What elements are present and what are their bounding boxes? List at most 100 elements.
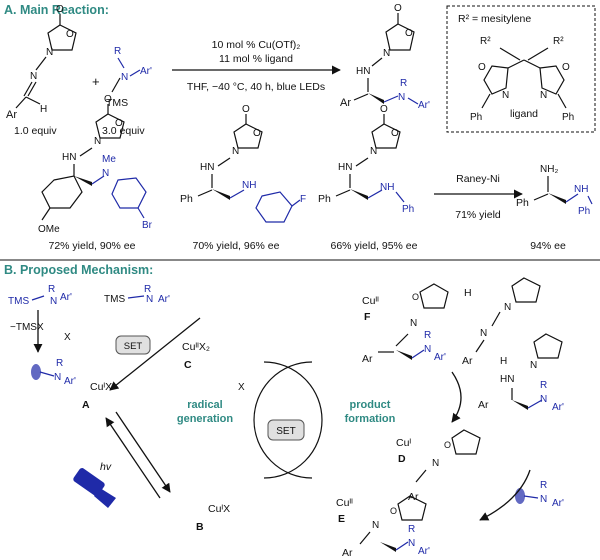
svg-text:HN: HN [338,162,352,173]
species-b-letter: B [196,521,204,533]
svg-text:H: H [500,356,507,367]
svg-text:R: R [114,46,121,57]
svg-text:O: O [405,28,413,39]
catalytic-cycle-arc [263,361,323,479]
svg-text:N: N [46,47,53,58]
svg-text:Me: Me [102,154,116,165]
svg-text:R: R [56,358,63,369]
svg-text:Ph: Ph [180,193,193,205]
section-a-title: A. Main Reaction: [4,3,109,17]
svg-text:Ar: Ar [478,399,489,411]
catalyst-text: 10 mol % Cu(OTf)₂ [212,39,301,51]
amine-product: NH₂ Ph NH Ph [516,164,593,217]
product-3-result: 66% yield, 95% ee [331,240,418,252]
svg-text:N: N [30,71,37,82]
derivatization-yield: 71% yield [455,209,501,221]
svg-text:N: N [54,372,61,383]
svg-text:N: N [372,520,379,531]
svg-text:O: O [104,94,112,105]
plus-sign: + [92,74,100,89]
species-d-formula: Cuᴵ [396,437,411,449]
substrate-hydrazone: O O N N Ar H [6,4,77,121]
svg-text:N: N [504,302,511,313]
svg-text:TMS: TMS [106,97,128,109]
species-f-formula: Cuᴵᴵ [362,295,379,307]
species-e-letter: E [338,513,345,525]
catalytic-cycle-arc-right [253,361,313,479]
flashlight-icon [73,468,116,508]
radical-addition-arrow [479,469,531,521]
svg-text:R²: R² [553,36,564,47]
set-left-label: SET [124,341,143,352]
product-1-result: 72% yield, 90% ee [49,240,136,252]
svg-text:N: N [146,294,153,305]
svg-text:TMS: TMS [8,296,29,307]
svg-text:HN: HN [356,66,370,77]
svg-text:Ar: Ar [408,491,419,503]
species-f-letter: F [364,311,371,323]
svg-text:R²: R² [480,36,491,47]
svg-text:Ar: Ar [6,109,17,121]
svg-text:O: O [242,104,250,115]
species-c-formula: CuᴵᴵX₂ [182,341,210,353]
svg-text:O: O [253,128,261,139]
silylamine-top: TMS R N Ar' [104,284,170,305]
tmsx-text: −TMSX [10,322,44,333]
radical-generation-line2: generation [177,413,234,425]
svg-text:R: R [400,78,407,89]
protonation-arrow [451,371,462,423]
svg-text:TMS: TMS [104,294,125,305]
svg-text:NH: NH [380,182,394,193]
svg-text:R: R [424,330,431,341]
svg-text:N: N [232,146,239,157]
svg-text:Ar': Ar' [552,498,564,509]
svg-text:H: H [40,104,47,115]
product-1: O O N HN OMe N Me Br [38,94,153,235]
svg-text:N: N [370,146,377,157]
svg-text:R: R [540,380,547,391]
alpha-amino-radical: N R Ar' [31,358,76,387]
set-center-box [267,419,305,441]
svg-text:N: N [432,458,439,469]
svg-text:N: N [121,72,128,83]
reagent2-equiv: 3.0 equiv [102,125,145,137]
svg-text:Ar: Ar [340,97,351,109]
svg-text:Ar: Ar [462,355,473,367]
product-2-result: 70% yield, 96% ee [193,240,280,252]
svg-text:Ph: Ph [470,112,482,123]
svg-text:N: N [410,318,417,329]
svg-text:Ph: Ph [562,112,574,123]
species-c-letter: C [184,359,192,371]
amine-product-result: 94% ee [530,240,566,252]
svg-text:Ar: Ar [342,547,353,559]
set-center-label: SET [276,426,295,437]
svg-text:Ar': Ar' [434,352,446,363]
set-left-arrow [109,317,201,391]
set-left-box [115,335,151,355]
svg-text:N: N [383,48,390,59]
reagent1-equiv: 1.0 equiv [14,125,57,137]
general-product: O O N HN Ar N R Ar' [340,3,430,111]
svg-text:Ar': Ar' [64,376,76,387]
product-formation-line2: formation [345,413,396,425]
svg-text:O: O [394,3,402,14]
section-b-title: B. Proposed Mechanism: [4,263,153,277]
svg-text:Ar': Ar' [552,402,564,413]
relaxation-arrow [105,417,161,499]
svg-text:N: N [424,344,431,355]
mechanism-product: N HN Ar N R Ar' [478,333,564,413]
radical-generation-line1: radical [187,399,222,411]
raney-ni-text: Raney-Ni [456,173,500,185]
species-f-structure: O N Ar N R Ar' [362,283,449,365]
svg-text:N: N [408,538,415,549]
svg-text:OMe: OMe [38,224,60,235]
svg-text:HN: HN [500,374,514,385]
svg-text:F: F [300,194,306,205]
svg-text:N: N [540,90,547,101]
species-a-formula: CuᴵX [90,381,112,393]
svg-text:Ar': Ar' [158,294,170,305]
ligand-r2-definition: R² = mesitylene [458,13,531,25]
ligand-box [446,5,596,133]
svg-text:N: N [102,168,109,179]
